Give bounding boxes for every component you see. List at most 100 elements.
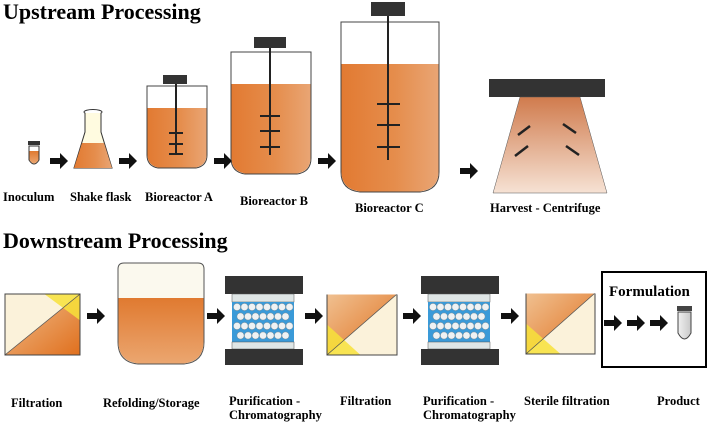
arrow-icon (305, 308, 323, 324)
bead-icon (455, 312, 463, 321)
bead-icon (474, 322, 482, 330)
arrow-icon (460, 163, 478, 179)
bead-icon (451, 303, 460, 311)
bead-icon (432, 331, 441, 340)
bead-icon (244, 331, 252, 340)
filter-2-icon (326, 294, 398, 356)
bead-icon (470, 331, 478, 340)
bead-icon (455, 331, 463, 340)
label-purification-1-line2: Chromatography (229, 408, 323, 422)
bead-icon (233, 303, 241, 311)
arrow-icon (50, 153, 68, 169)
bead-icon (462, 331, 471, 340)
bead-icon (236, 312, 245, 321)
bioreactor-a-icon (146, 75, 208, 169)
bead-icon (266, 312, 275, 321)
inoculum-tube-icon (28, 141, 40, 165)
bead-icon (278, 322, 286, 330)
bead-icon (259, 331, 267, 340)
filter-3-icon (525, 293, 596, 355)
shake-flask-icon (73, 109, 113, 169)
bead-icon (477, 331, 486, 340)
label-bioreactor-a: Bioreactor A (145, 190, 213, 204)
bead-icon (240, 303, 249, 311)
upstream-arrows (50, 153, 478, 179)
bead-icon (270, 303, 279, 311)
arrow-icon (403, 308, 421, 324)
arrow-icon (318, 153, 336, 169)
centrifuge-icon (489, 79, 608, 194)
arrow-icon (87, 308, 105, 324)
arrow-icon (214, 153, 232, 169)
label-purification-1-line1: Purification - (229, 394, 300, 408)
bead-icon (474, 303, 482, 311)
bead-icon (466, 303, 475, 311)
label-refolding-storage: Refolding/Storage (103, 396, 200, 410)
bead-icon (270, 322, 279, 330)
arrow-icon (207, 308, 225, 324)
bead-icon (429, 303, 437, 311)
label-purification-2-line2: Chromatography (423, 408, 517, 422)
label-sterile-filtration: Sterile filtration (524, 394, 610, 408)
arrow-icon (627, 315, 645, 331)
bead-icon (244, 312, 252, 321)
bead-icon (429, 322, 437, 330)
label-inoculum: Inoculum (3, 190, 55, 204)
label-shake-flask: Shake flask (70, 190, 132, 204)
label-bioreactor-b: Bioreactor B (240, 194, 308, 208)
arrow-icon (119, 153, 137, 169)
bead-icon (251, 331, 260, 340)
bead-icon (481, 322, 490, 330)
arrow-icon (650, 315, 668, 331)
label-purification-2-line1: Purification - (423, 394, 494, 408)
bead-icon (248, 303, 256, 311)
formulation-title: Formulation (609, 284, 690, 300)
bead-icon (278, 303, 286, 311)
bead-icon (451, 322, 460, 330)
bead-icon (274, 331, 282, 340)
chromatography-column-2-icon (421, 276, 499, 365)
bead-icon (447, 312, 456, 321)
bead-icon (477, 312, 486, 321)
upstream-title: Upstream Processing (3, 0, 201, 24)
bead-icon (440, 331, 448, 340)
bead-icon (248, 322, 256, 330)
label-filtration-2: Filtration (340, 394, 391, 408)
label-filtration-1: Filtration (11, 396, 62, 410)
bead-icon (481, 303, 490, 311)
bead-icon (266, 331, 275, 340)
bead-icon (251, 312, 260, 321)
bead-icon (447, 331, 456, 340)
bead-icon (263, 303, 271, 311)
bead-icon (240, 322, 249, 330)
label-harvest-centrifuge: Harvest - Centrifuge (490, 201, 601, 215)
bead-icon (459, 303, 467, 311)
label-product: Product (657, 394, 701, 408)
downstream-arrows (87, 308, 668, 331)
bead-icon (281, 312, 290, 321)
bead-icon (444, 322, 452, 330)
bead-icon (436, 303, 445, 311)
downstream-title: Downstream Processing (3, 228, 228, 253)
bead-icon (466, 322, 475, 330)
bead-icon (470, 312, 478, 321)
bead-icon (255, 303, 264, 311)
refolding-tank-icon (117, 262, 205, 365)
bead-icon (274, 312, 282, 321)
bead-icon (255, 322, 264, 330)
bead-icon (285, 303, 294, 311)
bead-icon (233, 322, 241, 330)
bioreactor-c-icon (340, 2, 440, 193)
bead-icon (285, 322, 294, 330)
bioreactor-b-icon (230, 37, 312, 175)
bead-icon (432, 312, 441, 321)
bead-icon (263, 322, 271, 330)
bead-icon (236, 331, 245, 340)
bead-icon (440, 312, 448, 321)
arrow-icon (501, 308, 519, 324)
bead-icon (281, 331, 290, 340)
arrow-icon (604, 315, 622, 331)
chromatography-column-1-icon (225, 276, 303, 365)
bead-icon (259, 312, 267, 321)
